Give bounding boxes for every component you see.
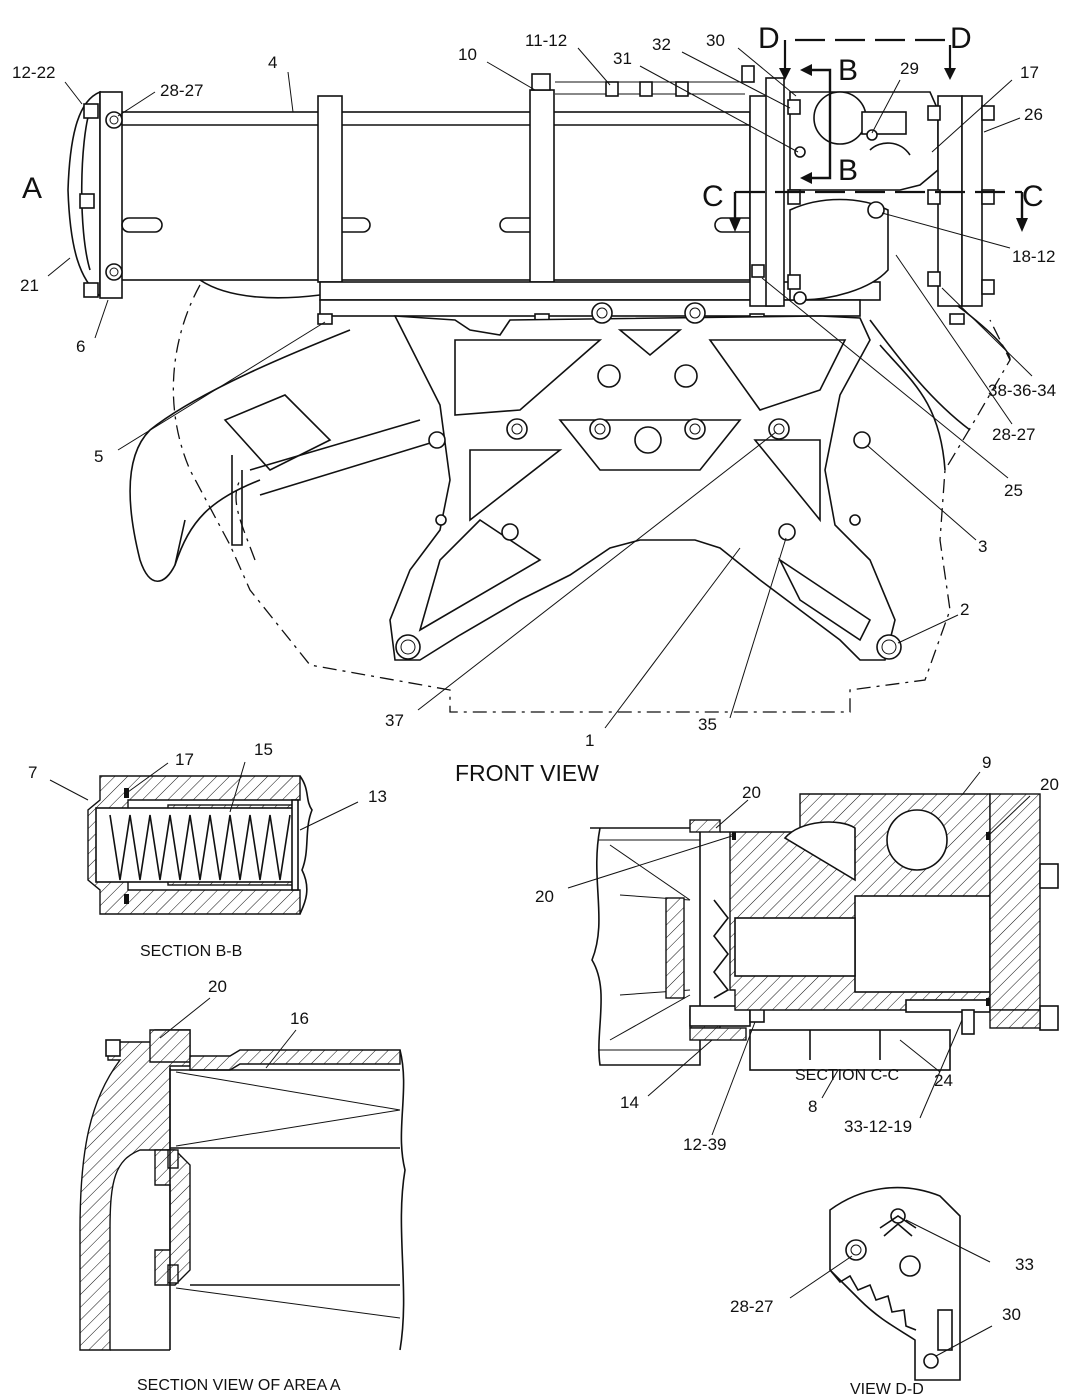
view-dd-title: VIEW D-D	[850, 1381, 924, 1398]
callout-label: 20	[742, 783, 761, 802]
callout-label: 10	[458, 45, 477, 64]
section-marker-a: A	[22, 172, 42, 205]
callout-label: 20	[535, 887, 554, 906]
callout-label: 1	[585, 731, 594, 750]
callout-label: 28-27	[730, 1297, 773, 1316]
section-bb-callouts: 7 17 15 13	[28, 740, 387, 806]
callout-label: 4	[268, 53, 277, 72]
section-marker-d-right: D	[950, 22, 972, 55]
front-view-leaders	[47, 47, 1033, 729]
callout-label: 14	[620, 1093, 639, 1112]
section-bb-title: SECTION B-B	[140, 943, 242, 960]
front-view-drawing	[67, 38, 1028, 713]
callout-label: 28-27	[992, 425, 1035, 444]
callout-label: 18-12	[1012, 247, 1055, 266]
section-area-a-title: SECTION VIEW OF AREA A	[137, 1377, 341, 1394]
callout-label: 11-12	[525, 31, 567, 50]
section-cc-title: SECTION C-C	[795, 1067, 899, 1084]
callout-label: 33-12-19	[844, 1117, 912, 1136]
section-marker-d-left: D	[758, 22, 780, 55]
callout-label: 24	[934, 1071, 953, 1090]
callout-label: 20	[1040, 775, 1059, 794]
section-bb-drawing	[49, 761, 359, 915]
callout-label: 21	[20, 276, 39, 295]
callout-label: 12-39	[683, 1135, 726, 1154]
callout-label: 30	[1002, 1305, 1021, 1324]
view-dd-callouts: 33 28-27 30	[730, 1255, 1034, 1324]
callout-label: 8	[808, 1097, 817, 1116]
callout-label: 20	[208, 977, 227, 996]
section-cc-drawing	[567, 771, 1059, 1136]
callout-label: 37	[385, 711, 404, 730]
callout-label: 2	[960, 600, 969, 619]
callout-label: 15	[254, 740, 273, 759]
front-view-title: FRONT VIEW	[455, 760, 599, 786]
callout-label: 30	[706, 31, 725, 50]
callout-label: 28-27	[160, 81, 203, 100]
callout-label: 31	[613, 49, 632, 68]
view-dd-drawing	[789, 1186, 993, 1381]
section-marker-c-right: C	[1022, 180, 1044, 213]
section-marker-b-top: B	[838, 54, 858, 87]
section-area-a-callouts: 20 16	[208, 977, 309, 1028]
callout-label: 13	[368, 787, 387, 806]
callout-label: 17	[1020, 63, 1039, 82]
callout-label: 5	[94, 447, 103, 466]
callout-label: 9	[982, 753, 991, 772]
callout-label: 38-36-34	[988, 381, 1056, 400]
callout-label: 25	[1004, 481, 1023, 500]
section-cc-callouts: 20 9 20 20 14 12-39 8 24 33-12-19	[535, 753, 1059, 1154]
callout-label: 17	[175, 750, 194, 769]
callout-label: 26	[1024, 105, 1043, 124]
callout-label: 3	[978, 537, 987, 556]
callout-label: 35	[698, 715, 717, 734]
callout-label: 16	[290, 1009, 309, 1028]
front-view-callouts: 12-22 28-27 21 6 4 5 10 11-12 31 32 30 2…	[12, 31, 1056, 750]
section-area-a-drawing	[79, 997, 406, 1351]
callout-label: 12-22	[12, 63, 55, 82]
callout-label: 33	[1015, 1255, 1034, 1274]
section-marker-c-left: C	[702, 180, 724, 213]
callout-label: 32	[652, 35, 671, 54]
callout-label: 7	[28, 763, 37, 782]
section-marker-b-bottom: B	[838, 154, 858, 187]
callout-label: 6	[76, 337, 85, 356]
callout-label: 29	[900, 59, 919, 78]
